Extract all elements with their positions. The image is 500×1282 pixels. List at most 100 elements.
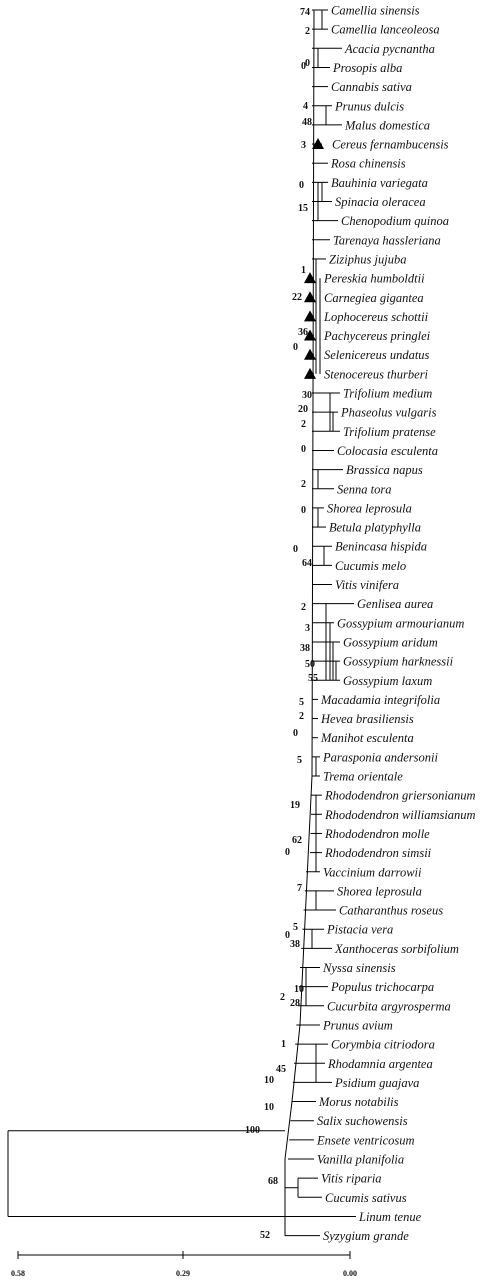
support-value: 15 xyxy=(298,203,308,214)
taxon-label: Cucurbita argyrosperma xyxy=(327,999,451,1013)
scale-bar: 0.58 0.29 0.00 xyxy=(11,1251,357,1278)
triangle-marker-icon xyxy=(304,348,316,360)
taxon-label: Xanthoceras sorbifolium xyxy=(334,942,459,956)
taxon-label: Prunus avium xyxy=(322,1018,393,1032)
taxon-label: Selenicereus undatus xyxy=(324,348,430,362)
taxon-label: Vitis riparia xyxy=(321,1172,382,1186)
taxon-label: Rhododendron williamsianum xyxy=(324,808,476,822)
support-value: 0 xyxy=(301,61,306,72)
taxon-label: Gossypium harknessii xyxy=(343,655,454,669)
support-value: 50 xyxy=(305,659,315,670)
taxon-label: Brassica napus xyxy=(346,463,423,477)
support-value: 7 xyxy=(297,883,302,894)
scale-tick-label: 0.58 xyxy=(11,1269,25,1278)
taxon-label: Prosopis alba xyxy=(332,61,402,75)
triangle-marker-icon xyxy=(304,272,316,284)
support-value: 2 xyxy=(299,711,304,722)
taxon-label: Salix suchowensis xyxy=(317,1114,408,1128)
taxon-label: Betula platyphylla xyxy=(329,521,421,535)
taxon-label: Acacia pycnantha xyxy=(344,42,435,56)
support-value: 52 xyxy=(260,1230,270,1241)
taxon-label: Genlisea aurea xyxy=(357,597,433,611)
support-value: 2 xyxy=(301,479,306,490)
scale-tick-label: 0.29 xyxy=(176,1269,190,1278)
taxon-label: Colocasia esculenta xyxy=(337,444,438,458)
support-value: 5 xyxy=(297,755,302,766)
support-value: 68 xyxy=(268,1176,278,1187)
support-value: 3 xyxy=(305,623,310,634)
support-value: 5 xyxy=(293,922,298,933)
taxon-label: Psidium guajava xyxy=(334,1076,419,1090)
support-value: 0 xyxy=(301,505,306,516)
taxon-label: Vanilla planifolia xyxy=(317,1153,404,1167)
taxon-label: Rhododendron simsii xyxy=(324,846,432,860)
support-value: 0 xyxy=(293,544,298,555)
taxon-label: Pistacia vera xyxy=(326,923,393,937)
taxon-label: Rosa chinensis xyxy=(330,157,406,171)
support-value: 30 xyxy=(302,390,312,401)
scale-tick-label: 0.00 xyxy=(343,1269,357,1278)
taxon-label: Malus domestica xyxy=(344,118,430,132)
taxon-label: Trema orientale xyxy=(323,770,403,784)
taxon-label: Parasponia andersonii xyxy=(322,750,438,764)
taxon-label: Ziziphus jujuba xyxy=(329,252,406,266)
taxon-label: Corymbia citriodora xyxy=(331,1038,435,1052)
taxon-label: Gossypium aridum xyxy=(343,635,438,649)
taxon-label: Senna tora xyxy=(337,482,392,496)
taxon-label: Phaseolus vulgaris xyxy=(340,406,437,420)
taxon-label: Pachycereus pringlei xyxy=(323,329,431,343)
main-spine xyxy=(311,9,315,777)
support-value: 3 xyxy=(301,140,306,151)
support-value: 36 xyxy=(298,327,308,338)
taxon-label: Ensete ventricosum xyxy=(316,1133,415,1147)
taxon-label: Tarenaya hassleriana xyxy=(333,233,441,247)
support-value: 2 xyxy=(305,26,310,37)
taxon-label: Gossypium laxum xyxy=(343,674,432,688)
support-value: 48 xyxy=(302,117,312,128)
triangle-marker-icon xyxy=(304,291,316,303)
main-spine xyxy=(291,1024,301,1102)
support-value: 55 xyxy=(308,673,318,684)
taxon-label: Vaccinium darrowii xyxy=(323,865,422,879)
support-values: 7420044830151223603020202006423385055520… xyxy=(245,7,318,1241)
taxon-label: Cucumis melo xyxy=(335,559,406,573)
tree-branches xyxy=(7,9,356,1237)
support-value: 74 xyxy=(300,7,310,18)
support-value: 2 xyxy=(280,992,285,1003)
taxon-label: Camellia lanceoleosa xyxy=(331,23,440,37)
taxon-label: Stenocereus thurberi xyxy=(324,367,429,381)
support-value: 20 xyxy=(298,404,308,415)
taxon-label: Rhodamnia argentea xyxy=(327,1057,433,1071)
taxon-label: Lophocereus schottii xyxy=(323,310,429,324)
support-value: 1 xyxy=(301,265,306,276)
support-value: 1 xyxy=(281,1039,286,1050)
support-value: 22 xyxy=(292,292,302,303)
support-value: 0 xyxy=(285,930,290,941)
taxon-label: Populus trichocarpa xyxy=(330,980,434,994)
support-value: 38 xyxy=(300,643,310,654)
taxon-label: Catharanthus roseus xyxy=(339,904,443,918)
taxon-label: Manihot esculenta xyxy=(320,731,414,745)
support-value: 62 xyxy=(292,835,302,846)
support-value: 19 xyxy=(290,800,300,811)
taxon-label: Gossypium armourianum xyxy=(337,616,464,630)
triangle-marker-icon xyxy=(304,329,316,341)
support-value: 0 xyxy=(301,444,306,455)
support-value: 10 xyxy=(264,1075,274,1086)
taxon-label: Shorea leprosula xyxy=(337,884,422,898)
support-value: 5 xyxy=(299,697,304,708)
taxon-label: Chenopodium quinoa xyxy=(341,214,449,228)
support-value: 64 xyxy=(302,558,312,569)
taxon-label: Hevea brasiliensis xyxy=(320,712,414,726)
support-value: 10 xyxy=(294,984,304,995)
support-value: 38 xyxy=(290,939,300,950)
support-value: 0 xyxy=(305,58,310,69)
taxon-label: Vitis vinifera xyxy=(335,578,399,592)
taxon-label: Cucumis sativus xyxy=(325,1191,407,1205)
triangle-marker-icon xyxy=(312,138,324,150)
taxon-label: Morus notabilis xyxy=(318,1095,399,1109)
taxon-label: Linum tenue xyxy=(358,1210,422,1224)
taxon-label: Prunus dulcis xyxy=(334,99,404,113)
